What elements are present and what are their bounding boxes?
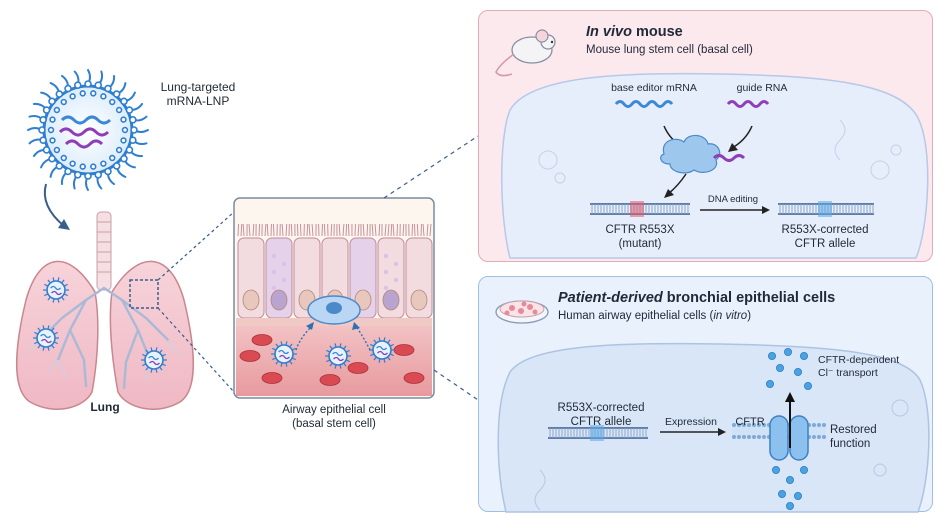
airway-label-line1: Airway epithelial cell: [244, 404, 424, 418]
dna-editing-label: DNA editing: [700, 194, 766, 205]
restored-label: Restored function: [830, 424, 877, 452]
epithelial-cell: [266, 238, 292, 318]
epithelial-cell: [238, 238, 264, 318]
transport-label: CFTR-dependent Cl⁻ transport: [818, 354, 899, 379]
red-blood-cell: [240, 351, 260, 362]
mutant-label-line1: CFTR R553X: [590, 224, 690, 238]
mouse-icon: [496, 30, 555, 76]
allele-label-line2: CFTR allele: [546, 416, 656, 430]
mutant-label: CFTR R553X (mutant): [590, 224, 690, 252]
corrected-label-line1: R553X-corrected: [770, 224, 880, 238]
red-blood-cell: [404, 373, 424, 384]
in-vivo-title-italic: In vivo: [586, 24, 632, 40]
in-vitro-subtitle-main: Human airway epithelial cells (: [558, 310, 713, 322]
restored-label-line1: Restored: [830, 424, 877, 438]
petri-dish-icon: [496, 301, 548, 323]
transport-label-line2: Cl⁻ transport: [818, 367, 899, 380]
mutant-label-line2: (mutant): [590, 238, 690, 252]
lnp-label-line2: mRNA-LNP: [138, 94, 258, 108]
in-vitro-title-italic: Patient-derived: [558, 290, 663, 306]
red-blood-cell: [252, 335, 272, 346]
guide-rna-label: guide RNA: [722, 82, 802, 95]
red-blood-cell: [348, 363, 368, 374]
airway-label: Airway epithelial cell (basal stem cell): [244, 404, 424, 432]
in-vivo-title: In vivo mouse: [586, 24, 683, 41]
restored-label-line2: function: [830, 438, 877, 452]
corrected-label: R553X-corrected CFTR allele: [770, 224, 880, 252]
base-editor-label: base editor mRNA: [594, 82, 714, 95]
in-vitro-subtitle-end: ): [747, 310, 751, 322]
in-vitro-title: Patient-derived bronchial epithelial cel…: [558, 290, 835, 307]
expression-label: Expression: [656, 416, 726, 429]
epithelial-cell: [378, 238, 404, 318]
in-vivo-title-rest: mouse: [632, 24, 683, 40]
lnp-label: Lung-targeted mRNA-LNP: [138, 80, 258, 109]
lnp-label-line1: Lung-targeted: [138, 80, 258, 94]
lung-illustration: [17, 212, 194, 409]
airway-inset: [234, 198, 434, 398]
lnp-particle: [28, 70, 148, 190]
in-vitro-subtitle-italic: in vitro: [713, 310, 747, 322]
allele-label: R553X-corrected CFTR allele: [546, 402, 656, 430]
airway-label-line2: (basal stem cell): [244, 418, 424, 432]
lnp-to-lung-arrow: [45, 184, 64, 226]
red-blood-cell: [320, 375, 340, 386]
lung-label: Lung: [70, 400, 140, 414]
epithelial-cell: [406, 238, 432, 318]
red-blood-cell: [262, 373, 282, 384]
cftr-label: CFTR: [730, 416, 770, 429]
in-vitro-title-rest: bronchial epithelial cells: [663, 290, 835, 306]
corrected-label-line2: CFTR allele: [770, 238, 880, 252]
transport-label-line1: CFTR-dependent: [818, 354, 899, 367]
allele-label-line1: R553X-corrected: [546, 402, 656, 416]
red-blood-cell: [394, 345, 414, 356]
in-vitro-subtitle: Human airway epithelial cells (in vitro): [558, 310, 751, 324]
in-vivo-subtitle: Mouse lung stem cell (basal cell): [586, 44, 753, 58]
